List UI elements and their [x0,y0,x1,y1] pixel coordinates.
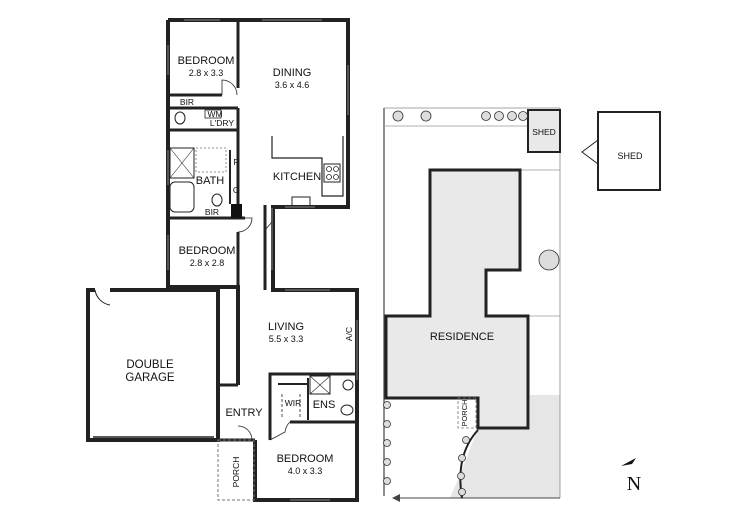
bedroom2-label: BEDROOM [179,245,236,257]
bir2-label: BIR [205,207,219,217]
ldry-tub [204,109,222,119]
fridge-label: F [233,157,238,167]
burner [333,166,339,172]
shed-detached-door [581,139,599,165]
garage-label-line2: GARAGE [125,372,175,384]
trees [383,110,560,496]
living-label: LIVING [268,321,304,333]
ens-shower [309,375,331,395]
north-arrow: N [621,458,641,495]
ens-shower-cross [309,375,331,395]
garage-side-door-swing [94,289,111,306]
residence-footprint [384,168,530,430]
shower-cross [169,147,195,179]
north-label: N [627,473,641,495]
ens-toilet [340,404,354,416]
residence-label: RESIDENCE [430,331,494,343]
bedroom1-label: BEDROOM [178,55,235,67]
kitchen-sink [291,196,311,207]
porch-label: PORCH [231,457,241,488]
bedroom3-dims: 4.0 x 3.3 [288,466,323,476]
ac-label: A/C [344,327,354,341]
driveway-area [450,395,560,498]
front-porch [217,439,255,501]
door-swing-hall [264,221,273,231]
kitchen-bench [271,136,344,197]
bir1-label: BIR [180,97,194,107]
bedroom3-label: BEDROOM [277,453,334,465]
entry-label: ENTRY [225,407,263,419]
dining-label: DINING [273,67,312,79]
bathtub [169,181,195,213]
toilet [211,193,223,207]
house-floor-plan [86,18,359,502]
burner [326,174,332,180]
ens-basin [342,379,354,391]
outer-wall-east-lower [253,396,359,502]
north-arrow-pointer [621,458,636,466]
site-porch [457,397,477,429]
door-swing-entry [237,425,253,441]
dining-dims: 3.6 x 4.6 [275,80,310,90]
shed-detached-label: SHED [617,151,643,161]
ldry-label: L'DRY [210,118,234,128]
ens-label: ENS [313,399,336,411]
shed-small [527,109,561,153]
site-porch-label: PORCH [460,399,469,426]
door-swing-bed2 [237,217,253,233]
boundary-arrow [392,494,400,502]
windows [167,19,358,501]
bath-label: BATH [196,175,225,187]
duct [231,204,242,218]
door-swing-bed1 [221,79,238,96]
burner [333,174,339,180]
shower [169,147,195,179]
bedroom2-dims: 2.8 x 2.8 [190,258,225,268]
door-swing-bed3 [269,421,291,441]
garage-label-line1: DOUBLE [126,359,174,371]
cupboard-label: C [233,185,239,195]
floor-plan-labels: BEDROOM 2.8 x 3.3 DINING 3.6 x 4.6 BIR W… [125,55,354,487]
wir-label: WIR [285,398,302,408]
bath-tiles [195,147,227,173]
cooktop [323,163,341,183]
bedroom1-dims: 2.8 x 3.3 [189,68,224,78]
wm-label: WM [207,109,222,119]
shed-small-label: SHED [532,127,556,137]
ldry-toilet [174,111,186,125]
outer-wall [168,18,359,396]
site-plan: SHED SHED RESIDENCE PORCH [383,107,661,502]
garage-walls [86,288,220,442]
wall-ensuite [268,372,357,440]
kitchen-label: KITCHEN [273,171,321,183]
living-dims: 5.5 x 3.3 [269,334,304,344]
burner [326,166,332,172]
